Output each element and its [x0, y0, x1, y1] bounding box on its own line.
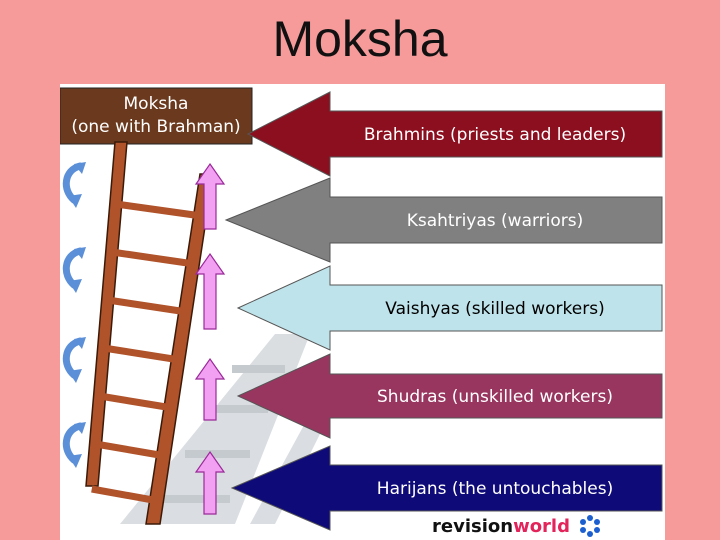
caste-arrow: Shudras (unskilled workers) [236, 353, 663, 439]
caste-arrow: Brahmins (priests and leaders) [246, 91, 663, 177]
ladder-rung [107, 296, 188, 316]
up-arrow-icon [194, 357, 226, 421]
moksha-box: Moksha (one with Brahman) [60, 87, 253, 145]
rebirth-cycle-arrow-icon [62, 247, 86, 293]
caste-arrow: Ksahtriyas (warriors) [224, 177, 663, 263]
logo-text-revision: revision [432, 516, 513, 537]
upward-arrows [194, 162, 226, 515]
ladder [85, 141, 214, 525]
moksha-box-subtitle: (one with Brahman) [71, 117, 240, 137]
rebirth-cycle-arrow-icon [62, 422, 86, 468]
logo-mark-icon [580, 515, 600, 537]
up-arrow-icon [194, 450, 226, 515]
ladder-rung [103, 344, 181, 364]
caste-arrow: Harijans (the untouchables) [230, 445, 663, 531]
ladder-rung [91, 485, 159, 505]
svg-text:revisionworld: revisionworld [432, 516, 570, 537]
rebirth-cycle-arrow-icon [62, 337, 86, 383]
caste-diagram-panel: Moksha (one with Brahman) Brahmins (prie… [60, 84, 665, 540]
caste-label: Brahmins (priests and leaders) [364, 125, 626, 145]
slide-title: Moksha [272, 11, 448, 67]
moksha-box-title: Moksha [124, 94, 189, 114]
ladder-rung [115, 200, 202, 220]
ladder-shadow-rungs [155, 365, 285, 503]
ladder-rung [111, 248, 195, 268]
caste-label: Harijans (the untouchables) [377, 479, 613, 499]
caste-diagram: Moksha (one with Brahman) Brahmins (prie… [60, 87, 663, 537]
ladder-rung [94, 440, 166, 460]
caste-arrow: Vaishyas (skilled workers) [236, 265, 663, 351]
revisionworld-logo: revisionworld [432, 515, 600, 537]
rebirth-cycle-arrows [62, 162, 86, 468]
logo-text-world: world [513, 516, 570, 537]
caste-label: Ksahtriyas (warriors) [407, 211, 584, 231]
up-arrow-icon [194, 162, 226, 230]
rebirth-cycle-arrow-icon [62, 162, 86, 208]
caste-label: Vaishyas (skilled workers) [385, 299, 604, 319]
ladder-rung [99, 392, 173, 412]
caste-arrows: Brahmins (priests and leaders) Ksahtriyas… [224, 91, 663, 531]
up-arrow-icon [194, 252, 226, 330]
caste-label: Shudras (unskilled workers) [377, 387, 613, 407]
